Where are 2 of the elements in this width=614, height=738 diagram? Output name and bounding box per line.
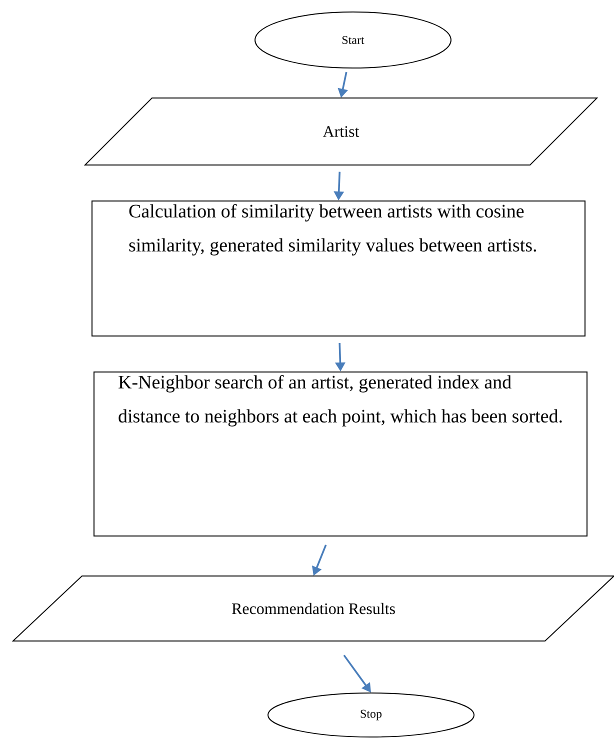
- process-box: K-Neighbor search of an artist, generated index and distance to neighbors at each point, which has been sorted.: [94, 372, 588, 536]
- process-box: Calculation of similarity between artists with cosine similarity, generated similarity values between artists.: [92, 200, 586, 336]
